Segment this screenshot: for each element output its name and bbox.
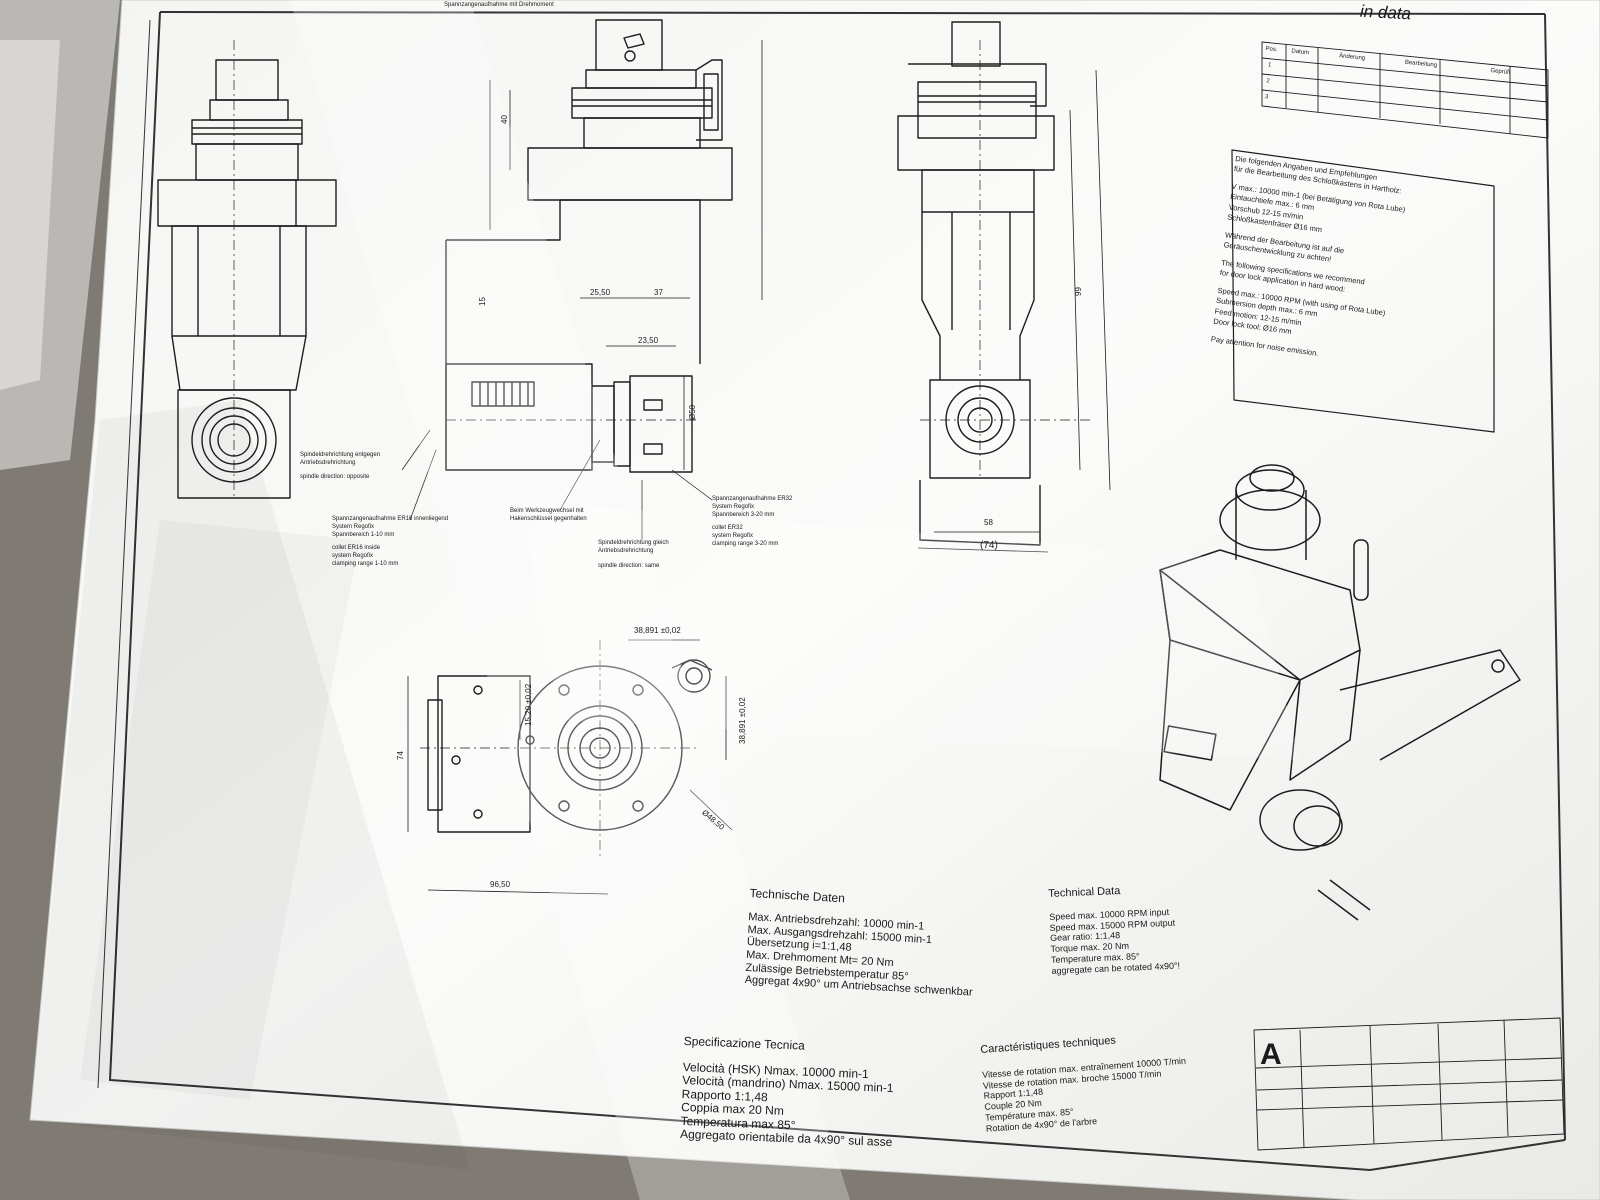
annotation-er16-de-2: System Regofix	[332, 523, 375, 530]
dim-diameter-48-50: Ø48,50	[700, 808, 727, 832]
dim-37: 37	[654, 288, 663, 297]
annotation-er32-en-3: clamping range 3-20 mm	[712, 540, 779, 547]
annotation-spindle-opposite-de-1: Spindeldrehrichtung entgegen	[300, 452, 381, 458]
annotation-er32-en-1: collet ER32	[712, 525, 743, 532]
annotation-er16-en-1: collet ER16 inside	[332, 545, 381, 552]
dim-74-ref: (74)	[980, 540, 998, 551]
title-block-grid	[1253, 1017, 1565, 1151]
annotation-er32-en-2: system Regofix	[712, 533, 754, 540]
annotation-er16-de-1: Spannzangenaufnahme ER16 innenliegend	[332, 516, 449, 522]
annotation-er32-de-1: Spannzangenaufnahme ER32	[712, 496, 793, 502]
annotation-tool-change-1: Beim Werkzeugwechsel mit	[510, 508, 584, 514]
annotation-er16-de-3: Spannbereich 1-10 mm	[332, 531, 395, 538]
annotation-er32-de-3: Spannbereich 3-20 mm	[712, 511, 775, 518]
in-data-label: in data	[1359, 1, 1412, 24]
annotation-er16-en-2: system Regofix	[332, 553, 374, 560]
rev-col-geprueft: Geprüft	[1490, 68, 1511, 76]
rev-row-1: 1	[1267, 62, 1272, 69]
annotation-spindle-same-en: spindle direction: same	[598, 562, 660, 569]
annotation-spindle-same-de-2: Antriebsdrehrichtung	[598, 547, 654, 554]
side-view-left	[157, 40, 337, 500]
dim-40: 40	[500, 115, 509, 124]
leader-lines	[401, 429, 713, 540]
specs-en: Technical Data Speed max. 10000 RPM inpu…	[1048, 883, 1180, 977]
rev-col-bearbeitung: Bearbeitung	[1404, 59, 1438, 69]
specs-de: Technische Daten Max. Antriebsdrehzahl: …	[744, 886, 977, 999]
annotation-tool-change-2: Hakenschlüssel gegenhalten	[510, 515, 587, 522]
dim-96-50: 96,50	[490, 880, 511, 889]
dim-23-50: 23,50	[638, 336, 659, 345]
rev-col-datum: Datum	[1291, 48, 1310, 57]
annotation-collet-er16: Spannzangenaufnahme ER16 innenliegend Sy…	[332, 516, 448, 569]
top-view	[420, 640, 713, 860]
dim-15: 15	[478, 297, 487, 306]
dim-99: 99	[1074, 287, 1083, 296]
annotation-er32-de-2: System Regofix	[712, 503, 755, 510]
rev-row-2: 2	[1266, 78, 1270, 85]
dim-38-891-top: 38,891 ±0,02	[634, 626, 681, 635]
top-stamp-text: Spannzangenaufnahme mit Drehmoment	[444, 2, 554, 8]
front-view	[445, 19, 733, 473]
annotation-spindle-opposite-en: spindle direction: opposite	[300, 473, 370, 480]
annotation-collet-er32: Spannzangenaufnahme ER32 System Regofix …	[712, 496, 792, 549]
dim-15-20: 15,20 ±0,02	[524, 683, 533, 726]
dim-diameter-50: Ø50	[688, 404, 697, 420]
rev-col-aenderung: Änderung	[1338, 53, 1366, 62]
annotation-spindle-opposite: Spindeldrehrichtung entgegen Antriebsdre…	[300, 452, 380, 481]
annotation-spindle-same-de-1: Spindeldrehrichtung gleich	[598, 540, 669, 546]
isometric-view	[1159, 464, 1521, 921]
specs-fr: Caractéristiques techniques Vitesse de r…	[980, 1030, 1190, 1135]
rev-col-pos: Pos.	[1265, 45, 1278, 54]
dim-38-891-side: 38,891 ±0,02	[738, 697, 747, 744]
annotation-spindle-opposite-de-2: Antriebsdrehrichtung	[300, 459, 356, 466]
revision-table-grid	[1261, 41, 1549, 139]
dim-74: 74	[396, 751, 405, 760]
specs-it: Specificazione Tecnica Velocità (HSK) Nm…	[680, 1034, 896, 1150]
notes-box-outline	[1231, 149, 1495, 433]
notes-box: Die folgenden Angaben und Empfehlungen f…	[1210, 154, 1489, 378]
annotation-er16-en-3: clamping range 1-10 mm	[332, 560, 399, 567]
annotation-spindle-same: Spindeldrehrichtung gleich Antriebsdrehr…	[598, 540, 669, 570]
dim-58: 58	[984, 518, 993, 527]
dim-25-50: 25,50	[590, 288, 611, 297]
side-view-right	[897, 21, 1090, 546]
title-block-logo: A	[1260, 1038, 1282, 1071]
rev-row-3: 3	[1264, 94, 1269, 101]
annotation-tool-change: Beim Werkzeugwechsel mit Hakenschlüssel …	[510, 508, 587, 524]
dimension-lines	[407, 40, 1111, 895]
